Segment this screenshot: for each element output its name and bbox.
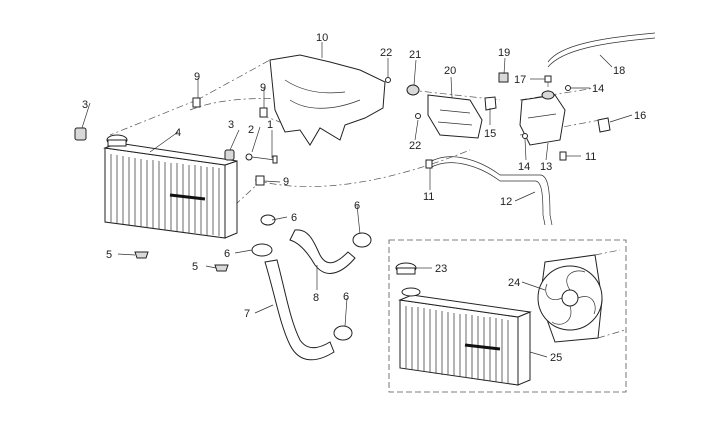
callout-22-lower: 22 (409, 140, 421, 152)
callout-8: 8 (313, 292, 319, 304)
thermostat-housing (385, 77, 483, 139)
hose-clamp-a (260, 214, 276, 226)
callout-23: 23 (435, 263, 447, 275)
clamp-11-b (559, 151, 567, 161)
drain-bolt-right (214, 264, 229, 272)
callout-18: 18 (613, 65, 625, 77)
grommet-center (224, 149, 235, 161)
callout-3-center: 3 (228, 119, 234, 131)
fan-shroud (269, 54, 386, 146)
callout-21: 21 (409, 49, 421, 61)
bracket-15 (484, 96, 497, 111)
callout-16: 16 (634, 110, 646, 122)
callout-9-upper: 9 (194, 71, 200, 83)
callout-11-left: 11 (423, 191, 434, 203)
callout-12: 12 (500, 196, 512, 208)
variant-assembly-box (388, 239, 627, 393)
clip-lower (255, 175, 265, 186)
radiator-variant (398, 294, 532, 386)
clip-upper (192, 97, 201, 108)
fitting-17 (544, 75, 552, 83)
callout-24: 24 (508, 277, 520, 289)
callout-25: 25 (550, 352, 562, 364)
callout-6-b: 6 (224, 248, 230, 260)
leader-lines (81, 42, 633, 358)
hose-clamp-d (333, 325, 353, 341)
callout-22-upper: 22 (380, 47, 392, 59)
coolant-reservoir (519, 90, 566, 146)
callout-6-d: 6 (343, 291, 349, 303)
callout-15: 15 (484, 128, 496, 140)
callout-14-upper: 14 (592, 83, 604, 95)
hose-upper-8 (289, 229, 356, 274)
radiator-cap-main (106, 134, 128, 147)
overflow-hose-12 (429, 156, 553, 226)
drain-bolt-left (134, 251, 149, 259)
bracket-16 (597, 117, 611, 133)
callout-17: 17 (514, 74, 526, 86)
hose-clamp-b (251, 243, 273, 257)
callout-5-left: 5 (106, 249, 112, 261)
cooling-fan (537, 249, 626, 343)
callout-11-right: 11 (585, 151, 596, 163)
callout-9-mid: 9 (260, 82, 266, 94)
clamp-11-a (425, 159, 433, 169)
hose-lower-7 (264, 259, 335, 361)
callout-19: 19 (498, 47, 510, 59)
callout-9-lower: 9 (283, 176, 289, 188)
callout-10: 10 (316, 32, 328, 44)
callout-6-c: 6 (354, 200, 360, 212)
callout-14-lower: 14 (518, 161, 530, 173)
callout-numbers: 1 2 3 3 4 5 5 6 6 6 6 7 8 9 9 9 10 11 11… (82, 32, 646, 364)
callout-3-left: 3 (82, 99, 88, 111)
hose-clamp-c (352, 232, 372, 248)
callout-6-a: 6 (291, 212, 297, 224)
screw-14-upper (565, 85, 571, 91)
screw-14-lower (522, 133, 528, 139)
callout-1: 1 (267, 119, 273, 131)
callout-7: 7 (244, 308, 250, 320)
callout-2: 2 (248, 124, 254, 136)
clip-mid (259, 107, 268, 118)
callout-13: 13 (540, 161, 552, 173)
callout-20: 20 (444, 65, 456, 77)
bolt-and-washer (245, 153, 278, 164)
bracket-19 (498, 72, 509, 83)
callout-4: 4 (175, 127, 181, 139)
breather-pipe (547, 32, 656, 68)
grommet-left (74, 127, 87, 141)
radiator-main (103, 142, 238, 239)
callout-5-right: 5 (192, 261, 198, 273)
